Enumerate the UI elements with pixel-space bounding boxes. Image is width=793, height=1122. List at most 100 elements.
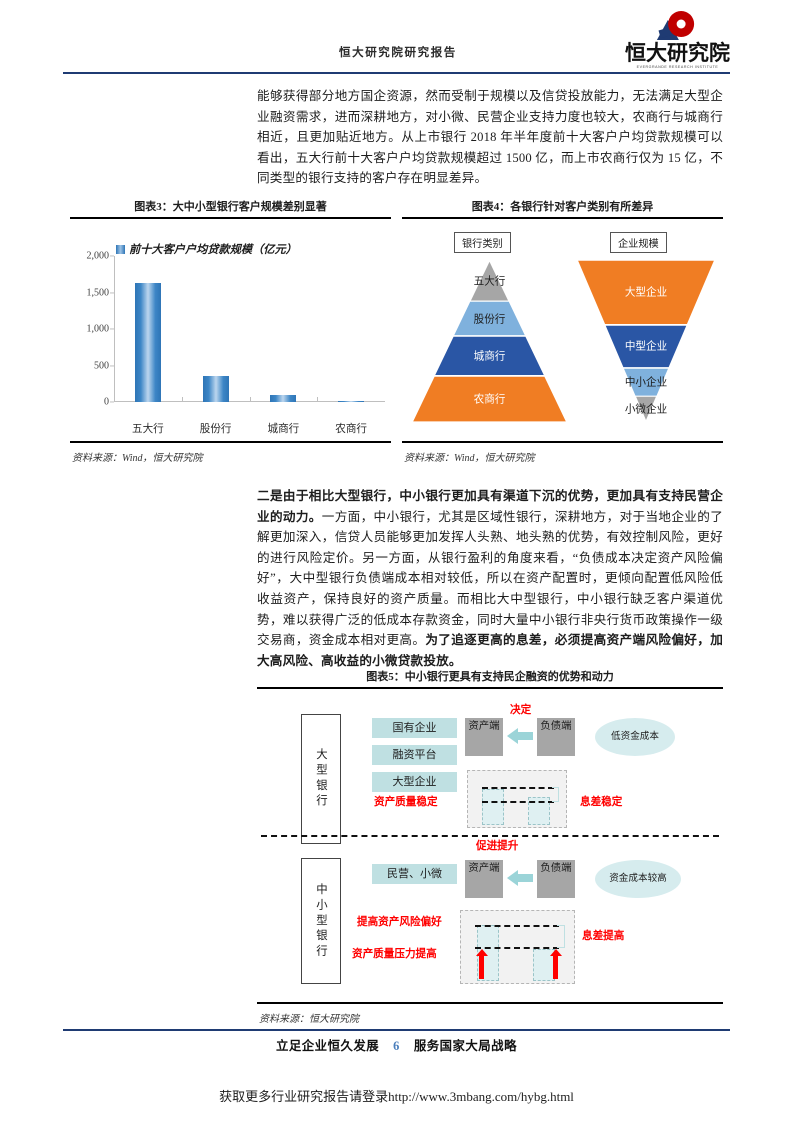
bar [134,283,161,402]
paragraph-middle-bold-2: 为了追逐更高的息差，必须提高资产端风险偏好，加大高风险、高收益的小微贷款投放。 [257,633,723,668]
small-customer-item-1: 民营、小微 [372,864,457,884]
small-cost-note-ellipse: 资金成本较高 [595,860,681,898]
x-tick-separator [249,397,251,402]
bar-column: 股份行 [181,256,250,435]
y-tick-label: 2,000 [86,250,110,262]
figure5-divider [261,835,719,837]
minichart2-dash-lower [475,947,559,949]
y-tick-mark [110,364,114,367]
arrow-left-icon-top [507,728,533,744]
bar-column: 五大行 [114,256,182,435]
pyramid-level: 五大行 [412,260,567,302]
figure5-diagram: 大型银行 国有企业 融资平台 大型企业 决定 资产端 负债端 低资金成本 资产质… [257,698,723,998]
promo-link: 获取更多行业研究报告请登录http://www.3mbang.com/hybg.… [219,1089,574,1104]
footer-left-text: 立足企业恒久发展 [276,1039,380,1053]
small-risk-appetite-note: 提高资产风险偏好 [357,917,442,928]
figure3-rule [70,441,391,444]
logo-chinese-name: 恒大研究院 [625,41,730,65]
legend-label: 前十大客户户均贷款规模（亿元） [129,244,297,256]
small-bank-label-box: 中小型银行 [301,858,341,984]
x-tick-label: 城商行 [267,424,300,435]
footer-right-text: 服务国家大局战略 [413,1039,517,1053]
bar-column: 城商行 [249,256,318,435]
bar-chart: 前十大客户户均贷款规模（亿元） 五大行 股份行 城商行 农商行 0 500 1,000 1,… [70,228,391,436]
x-tick-label: 五大行 [131,424,164,435]
large-customer-item-3: 大型企业 [372,772,457,792]
funnel-level-label: 大型企业 [624,287,668,299]
logo-circle-icon [667,11,694,37]
large-spread-note: 息差稳定 [580,797,623,808]
small-asset-quality-note: 资产质量压力提高 [352,949,437,960]
pyramid-level: 股份行 [412,301,567,337]
pyramid-level-label: 城商行 [473,351,506,363]
funnel-level: 大型企业 [577,260,715,325]
figure5-caption: 图表5：中小银行更具有支持民企融资的优势和动力 [257,668,723,689]
funnel-level-label: 小微企业 [624,404,668,416]
pyramid-level: 农商行 [412,375,567,422]
large-liability-side-box: 负债端 [537,718,575,756]
figure3-caption: 图表3：大中小型银行客户规模差别显著 [70,198,391,219]
large-spread-minichart [467,770,567,828]
paragraph-top: 能够获得部分地方国企资源，然而受制于规模以及信贷投放能力，无法满足大型企业融资需… [257,89,723,186]
funnel-level-label: 中型企业 [624,341,668,353]
legend-swatch-icon [116,244,125,254]
enterprise-size-funnel: 大型企业中型企业中小企业小微企业 [577,260,715,422]
chart-legend: 前十大客户户均贷款规模（亿元） [116,241,297,257]
paragraph-middle: 二是由于相比大型银行，中小银行更加具有渠道下沉的优势，更加具有支持民营企业的动力… [257,486,723,671]
header-title: 恒大研究院研究报告 [339,47,457,59]
y-tick-mark [110,328,114,330]
header-divider [63,72,730,74]
bar [202,376,229,402]
minichart-bar-right [528,797,550,825]
figure4-diagram: 银行类别 企业规模 五大行股份行城商行农商行 大型企业中型企业中小企业小微企业 [402,228,723,436]
figure3-chart: 前十大客户户均贷款规模（亿元） 五大行 股份行 城商行 农商行 0 500 1,000 1,… [70,228,391,436]
large-asset-side-label: 资产端 [468,721,500,732]
funnel-header-right: 企业规模 [610,232,667,253]
large-cost-note-ellipse: 低资金成本 [595,718,675,756]
y-tick-label: 1,500 [86,287,110,298]
y-tick-mark [110,255,114,257]
small-asset-side-box: 资产端 [465,860,503,898]
large-customer-item-2: 融资平台 [372,745,457,765]
figure3-source: 资料来源：Wind，恒大研究院 [72,453,203,464]
y-axis-line [114,256,116,402]
large-bank-label: 大型银行 [315,748,327,810]
paragraph-middle-normal: 一方面，中小银行，尤其是区域性银行，深耕地方，对于当地企业的了解更加深入，信贷人… [257,509,724,648]
logo-mark-icon [625,11,730,41]
bar [338,400,365,402]
funnel-level: 中型企业 [577,324,715,368]
arrow-left-icon-bottom [507,870,533,886]
middle-relation-label: 促进提升 [476,841,519,852]
y-tick-label: 1,000 [86,323,110,335]
x-tick-label: 股份行 [199,424,232,435]
red-up-arrow-left-icon [479,955,484,979]
large-customer-item-1: 国有企业 [372,718,457,738]
small-spread-note: 息差提高 [582,931,625,942]
small-liability-side-label: 负债端 [540,863,572,874]
bar-column: 农商行 [317,256,385,435]
bank-type-pyramid: 五大行股份行城商行农商行 [412,260,567,422]
paragraph-middle-bold-1: 二是由于相比大型银行，中小银行更加具有渠道下沉的优势，更加具有支持民营企业的动力… [257,489,723,524]
logo-english-name: EVERGRANDE RESEARCH INSTITUTE [636,65,719,70]
large-liability-side-label: 负债端 [540,721,572,732]
small-bank-label: 中小型银行 [315,882,327,960]
pyramid-level-label: 农商行 [473,394,506,406]
pyramid-level-label: 五大行 [473,276,506,288]
minichart2-dash-upper [475,925,559,927]
y-tick-mark [110,401,114,403]
pyramid-level-label: 股份行 [473,314,506,326]
x-tick-separator [181,397,183,402]
figure4-source: 资料来源：Wind，恒大研究院 [404,453,535,464]
large-asset-quality-note: 资产质量稳定 [374,797,438,808]
red-up-arrow-right-icon [553,955,558,979]
pyramid-level: 城商行 [412,336,567,376]
evergrande-logo: 恒大研究院 EVERGRANDE RESEARCH INSTITUTE [625,11,730,69]
y-tick-label: 500 [94,360,109,371]
x-tick-label: 农商行 [335,424,368,435]
small-spread-minichart [460,910,575,984]
bar [270,394,297,402]
y-tick-label: 0 [104,396,109,408]
minichart-dash-upper [482,787,554,789]
y-tick-mark [110,291,114,294]
